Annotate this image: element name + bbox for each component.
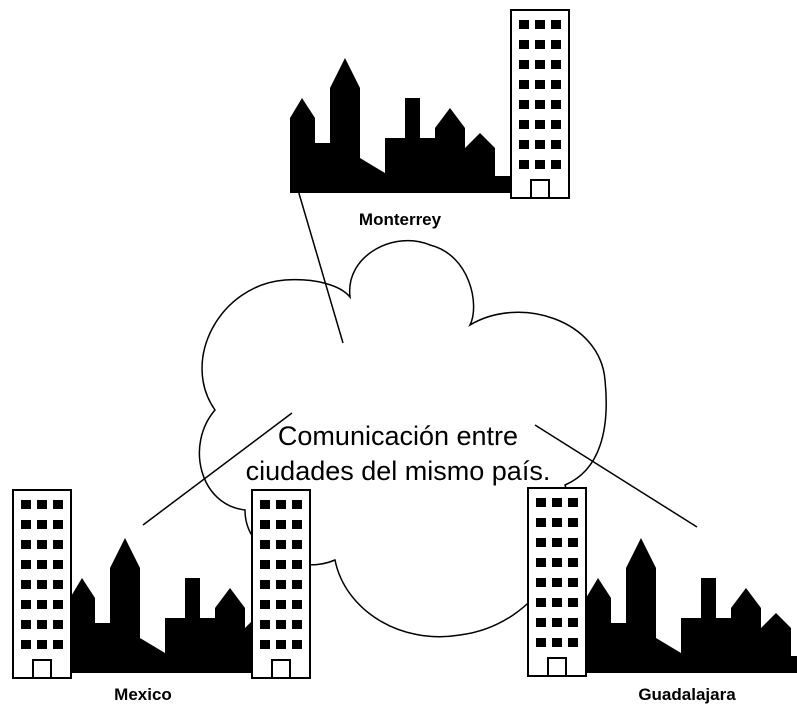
network-cloud [198,239,607,638]
guadalajara-city: Guadalajara [527,487,797,704]
monterrey-tower-icon [510,9,570,199]
guadalajara-tower-icon [527,487,587,677]
mexico-tower-left-icon [12,489,72,679]
mexico-city: Mexico [12,489,311,704]
monterrey-label: Monterrey [359,210,442,229]
link-mexico [142,412,293,526]
cloud-caption-line2: ciudades del mismo país. [246,456,551,486]
cloud-caption-line1: Comunicación entre [278,421,518,451]
guadalajara-skyline-icon [586,538,797,673]
monterrey-skyline-icon [290,58,510,193]
mexico-tower-right-icon [251,489,311,679]
link-monterrey [297,189,344,344]
link-guadalajara [534,424,698,528]
mexico-label: Mexico [114,685,172,704]
monterrey-city: Monterrey [290,9,570,229]
guadalajara-label: Guadalajara [638,685,736,704]
